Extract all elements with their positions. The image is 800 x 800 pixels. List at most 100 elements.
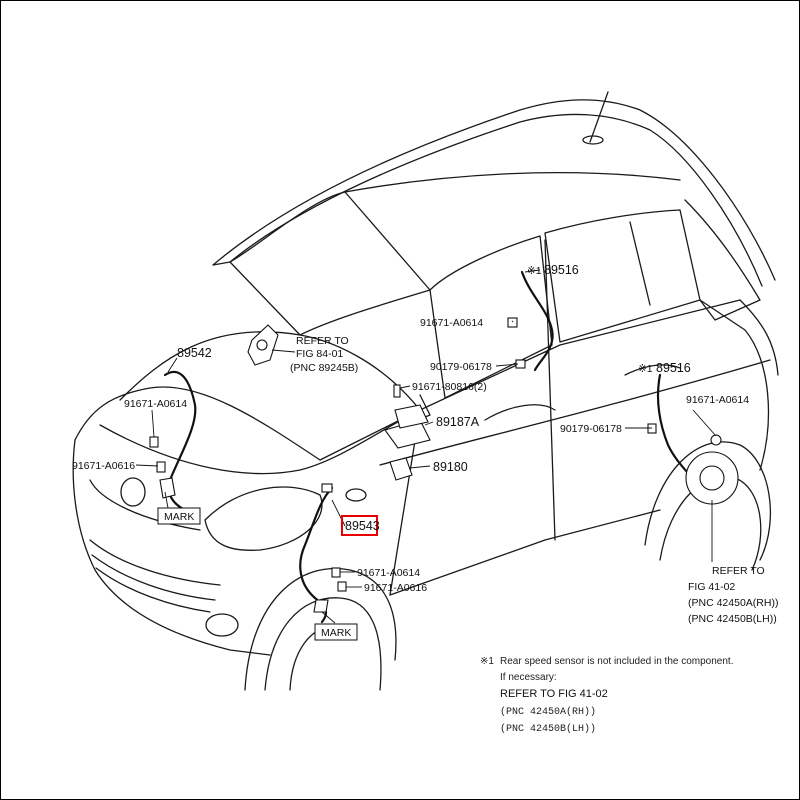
body-character-line [379, 359, 771, 466]
part-number-89543: 89543 [345, 519, 380, 533]
ecu-89180 [389, 457, 413, 481]
clip-wheel-b [337, 581, 347, 592]
leader-mark-wheel [321, 611, 336, 624]
window-pillar [629, 221, 651, 306]
part-number-89516-top: 89516 [544, 263, 579, 277]
side-marker [345, 488, 367, 502]
roof-front-edge [212, 261, 231, 266]
antenna-base [582, 135, 604, 145]
part-number-89180: 89180 [433, 460, 468, 474]
wire-connector [321, 483, 333, 493]
door-handle-front [484, 404, 556, 421]
leader-mark-front [164, 491, 169, 509]
part-number-89516-right: 89516 [656, 361, 691, 375]
mark-label-wheel: MARK [321, 627, 351, 639]
part-number-90179-06178-a: 90179-06178 [430, 361, 492, 373]
headlight [204, 486, 323, 551]
part-number-90179-06178-b: 90179-06178 [560, 423, 622, 435]
clip-front-b [156, 461, 166, 473]
refer-rear-line3: (PNC 42450A(RH)) [688, 597, 778, 609]
part-number-91671-A0616-wheel: 91671-A0616 [364, 582, 427, 594]
clip-wheel-a [331, 567, 341, 578]
refer-rear-line4: (PNC 42450B(LH)) [688, 613, 777, 625]
note-mark-top: ※1 [527, 265, 542, 277]
bumper-line-3 [95, 567, 211, 613]
highlight-box-89543 [341, 515, 378, 536]
grille-top [89, 479, 201, 531]
actuator-upper [394, 404, 429, 429]
wheel-sensor-head [313, 599, 329, 613]
fog-lamp [205, 613, 239, 637]
rear-hub-center [699, 465, 725, 491]
emblem [120, 477, 146, 507]
leader-0614-door [511, 320, 514, 323]
leader-89187A [424, 421, 434, 426]
front-wheel-arch [244, 568, 397, 691]
front-sensor-head [159, 477, 176, 499]
parts-layer [149, 270, 739, 624]
clip-front-a [149, 436, 159, 448]
belt-line [319, 299, 741, 461]
bolt-80816 [393, 384, 401, 398]
bumper-line-1 [89, 539, 221, 586]
refer-hood-line3: (PNC 89245B) [290, 362, 358, 374]
rear-panel [699, 299, 770, 471]
hood-front [74, 386, 321, 461]
note-mark-right: ※1 [638, 363, 653, 375]
footnote: ※1 Rear speed sensor is not included in … [480, 656, 733, 735]
clip-rear-upper [507, 317, 518, 328]
part-number-91671-80816: 91671-80816(2) [412, 381, 487, 393]
rear-speed-sensor-wire-upper [520, 270, 554, 372]
mark-label-front: MARK [164, 511, 194, 523]
refer-rear-line1: REFER TO [712, 565, 765, 577]
b-pillar-line [544, 239, 556, 541]
part-number-91671-A0616-front: 91671-A0616 [72, 460, 135, 472]
windshield [229, 191, 431, 336]
clip-rear-lower [647, 423, 657, 434]
hood-edge [99, 409, 421, 475]
leader-0616-front [135, 464, 159, 467]
part-labels: REFER TO FIG 84-01 (PNC 89245B) ※1 89516… [72, 263, 778, 641]
part-number-89187A: 89187A [436, 415, 480, 429]
leader-89180 [409, 465, 431, 469]
leader-0614-front [151, 409, 155, 438]
car-outline [72, 91, 779, 691]
mark-box-wheel [314, 623, 358, 641]
front-tire [264, 597, 382, 691]
rear-hub-bolt [710, 434, 722, 446]
refer-hood-line2: FIG 84-01 [296, 348, 343, 360]
part-number-91671-A0614-front: 91671-A0614 [124, 398, 187, 410]
leader-89516-top [524, 269, 541, 273]
leader-89543 [331, 499, 346, 527]
leader-refer-hood [271, 349, 296, 353]
rear-side-window [544, 209, 701, 343]
footnote-line5: (PNC 42450B(LH)) [500, 723, 596, 735]
leader-80816 [399, 385, 411, 389]
roof-outer [212, 99, 776, 281]
roof-line-mid [344, 172, 681, 193]
footnote-line1: Rear speed sensor is not included in the… [500, 656, 733, 667]
front-side-window [429, 235, 553, 399]
rear-quarter-window [684, 199, 761, 321]
footnote-line3: REFER TO FIG 41-02 [500, 688, 608, 700]
leader-lines [135, 269, 717, 624]
rocker-line [389, 509, 661, 596]
tail-lamp [739, 299, 779, 376]
front-bumper-outer [72, 439, 271, 656]
hood-component-hole [256, 339, 268, 351]
part-number-91671-A0614-wheel: 91671-A0614 [357, 567, 420, 579]
refer-rear-line2: FIG 41-02 [688, 581, 735, 593]
leader-89542 [167, 357, 178, 373]
rear-wheel-arch [644, 441, 772, 561]
part-number-91671-A0614-door: 91671-A0614 [420, 317, 483, 329]
leader-0614-rear [692, 409, 717, 437]
hood-rear-line [119, 331, 421, 411]
door-handle-rear [624, 364, 681, 376]
antenna [589, 91, 609, 143]
footnote-line2: If necessary: [500, 672, 557, 683]
front-speed-sensor-wire-89542 [163, 370, 197, 512]
refer-hood-line1: REFER TO [296, 335, 349, 347]
part-number-89542: 89542 [177, 346, 212, 360]
bumper-line-2 [91, 554, 216, 601]
